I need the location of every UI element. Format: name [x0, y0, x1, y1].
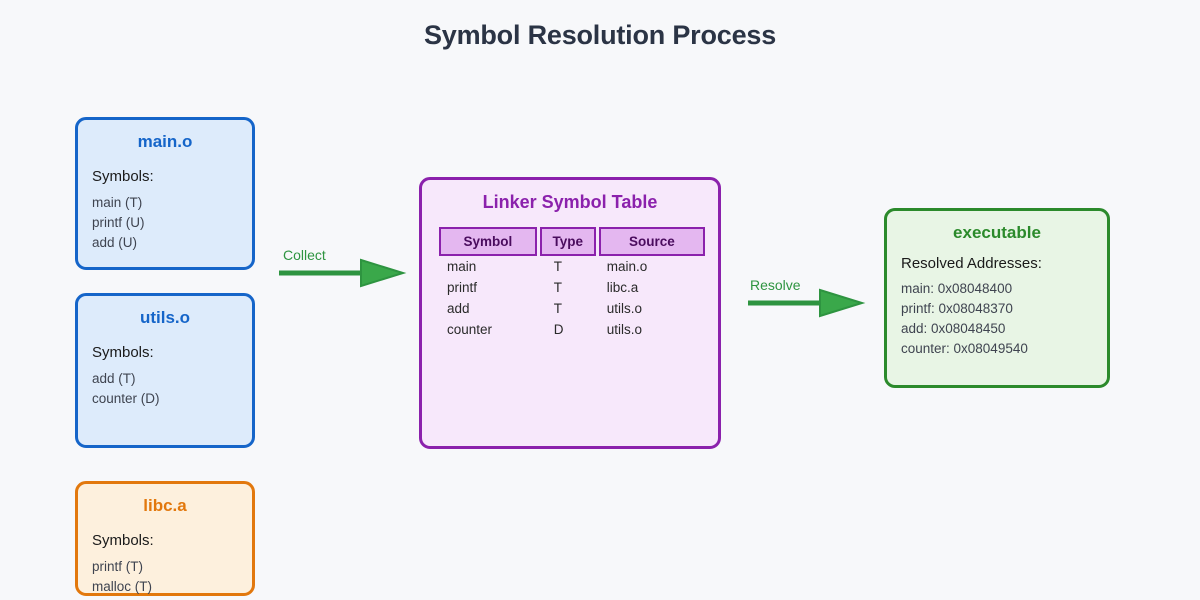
- node-libc-a[interactable]: libc.a Symbols: printf (T) malloc (T): [75, 481, 255, 596]
- node-title-utils-o: utils.o: [139, 308, 191, 327]
- cell-type: T: [553, 259, 563, 274]
- symbols-label-main-o: Symbols:: [92, 168, 154, 185]
- symbol-entry: malloc (T): [92, 579, 152, 594]
- table-row: printf T libc.a: [439, 277, 705, 298]
- cell-source: utils.o: [606, 322, 643, 337]
- symbol-table: Symbol Type Source main T main.o printf …: [436, 227, 708, 340]
- node-main-o[interactable]: main.o Symbols: main (T) printf (U) add …: [75, 117, 255, 270]
- cell-type: T: [553, 301, 563, 316]
- node-title-executable: executable: [953, 223, 1041, 242]
- node-executable[interactable]: executable Resolved Addresses: main: 0x0…: [884, 208, 1110, 388]
- cell-source: utils.o: [606, 301, 643, 316]
- symbols-label-utils-o: Symbols:: [92, 344, 154, 361]
- symbol-entry: main (T): [92, 195, 143, 210]
- column-header-source: Source: [598, 227, 705, 256]
- cell-type: D: [553, 322, 564, 337]
- symbol-entry: add (T): [92, 371, 136, 386]
- symbol-entry: add (U): [92, 235, 138, 250]
- table-row: add T utils.o: [439, 298, 705, 319]
- cell-source: main.o: [606, 259, 648, 274]
- cell-symbol: add: [447, 301, 470, 316]
- cell-source: libc.a: [606, 280, 639, 295]
- symbol-entry: printf (T): [92, 559, 144, 574]
- arrow-collect-icon: [279, 258, 407, 288]
- table-row: main T main.o: [439, 256, 705, 277]
- symbol-entry: counter (D): [92, 391, 160, 406]
- cell-type: T: [553, 280, 563, 295]
- cell-symbol: printf: [447, 280, 478, 295]
- node-title-main-o: main.o: [137, 132, 193, 151]
- arrow-label-resolve: Resolve: [750, 277, 801, 293]
- address-entry: main: 0x08048400: [901, 281, 1013, 296]
- page-title: Symbol Resolution Process: [423, 20, 777, 50]
- column-header-type: Type: [539, 227, 596, 256]
- arrow-resolve-icon: [748, 288, 866, 318]
- cell-symbol: counter: [447, 322, 493, 337]
- table-header-row: Symbol Type Source: [439, 227, 705, 256]
- node-utils-o[interactable]: utils.o Symbols: add (T) counter (D): [75, 293, 255, 448]
- cell-symbol: main: [447, 259, 477, 274]
- arrow-label-collect: Collect: [283, 247, 326, 263]
- symbol-entry: printf (U): [92, 215, 145, 230]
- symbols-label-libc-a: Symbols:: [92, 532, 154, 549]
- address-entry: printf: 0x08048370: [901, 301, 1013, 316]
- address-entry: add: 0x08048450: [901, 321, 1006, 336]
- table-row: counter D utils.o: [439, 319, 705, 340]
- address-entry: counter: 0x08049540: [901, 341, 1028, 356]
- column-header-symbol: Symbol: [439, 227, 537, 256]
- node-title-libc-a: libc.a: [143, 496, 187, 515]
- node-linker-symbol-table[interactable]: Linker Symbol Table Symbol Type Source m…: [419, 177, 721, 449]
- table-title: Linker Symbol Table: [482, 192, 658, 212]
- resolved-addresses-label: Resolved Addresses:: [901, 255, 1042, 272]
